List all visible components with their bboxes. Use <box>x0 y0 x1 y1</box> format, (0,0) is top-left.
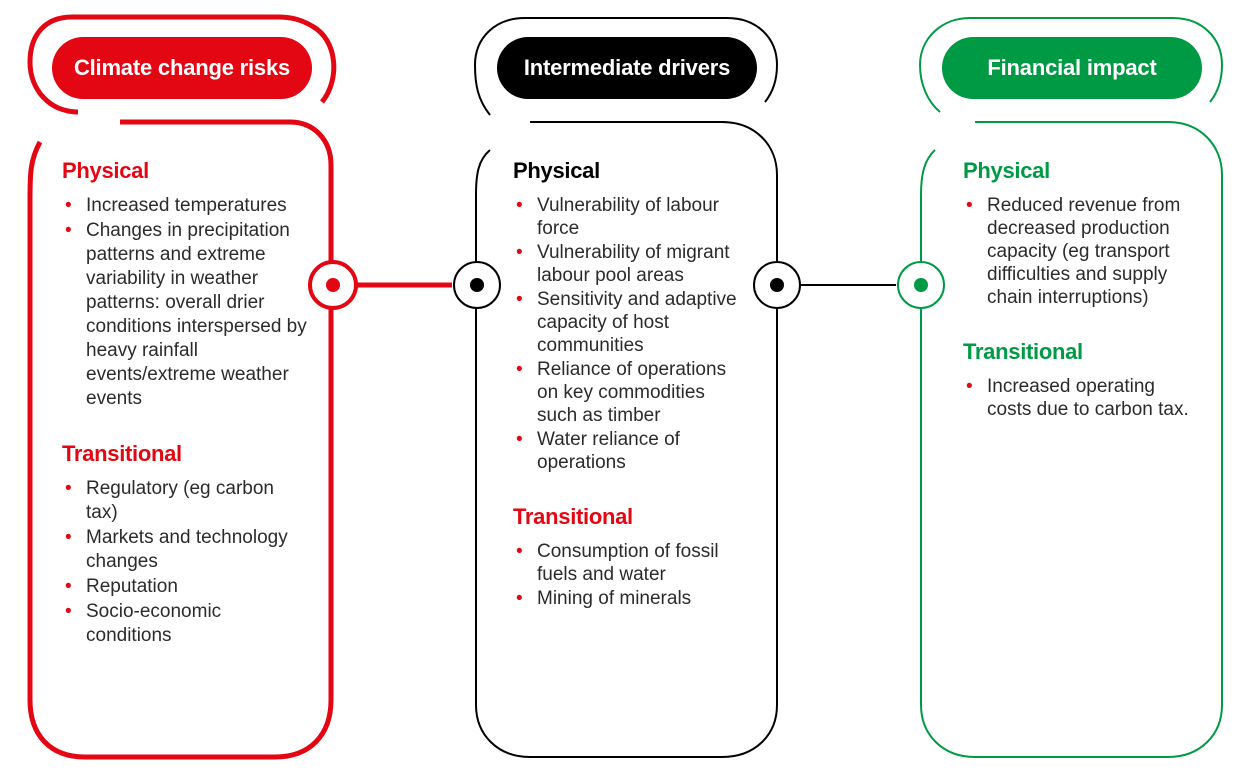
intermediate-drivers-content: Physical •Vulnerability of labour force … <box>513 158 748 611</box>
transitional-drivers-list: •Consumption of fossil fuels and water •… <box>513 540 748 610</box>
physical-risks-list: •Increased temperatures •Changes in prec… <box>62 194 307 411</box>
node-black-left <box>453 261 501 309</box>
financial-impact-content: Physical •Reduced revenue from decreased… <box>963 158 1203 422</box>
list-item: •Increased operating costs due to carbon… <box>966 376 1189 420</box>
list-item: •Water reliance of operations <box>516 429 680 473</box>
list-item: •Reduced revenue from decreased producti… <box>966 195 1181 308</box>
transitional-risks-list: •Regulatory (eg carbon tax) •Markets and… <box>62 477 307 648</box>
list-item: •Changes in precipitation patterns and e… <box>65 220 307 409</box>
financial-impact-outline <box>918 17 1224 758</box>
section-title-physical: Physical <box>62 158 149 183</box>
list-item: •Vulnerability of migrant labour pool ar… <box>516 242 730 286</box>
section-title-transitional: Transitional <box>963 339 1083 364</box>
list-item: •Increased temperatures <box>65 195 287 216</box>
list-item: •Mining of minerals <box>516 588 692 609</box>
list-item: •Socio-economic conditions <box>65 601 222 646</box>
node-black-right <box>753 261 801 309</box>
section-title-physical: Physical <box>513 158 600 183</box>
physical-impact-list: •Reduced revenue from decreased producti… <box>963 194 1203 309</box>
list-item: •Reliance of operations on key commoditi… <box>516 359 727 426</box>
transitional-impact-list: •Increased operating costs due to carbon… <box>963 375 1203 421</box>
list-item: •Sensitivity and adaptive capacity of ho… <box>516 289 737 356</box>
list-item: •Consumption of fossil fuels and water <box>516 541 719 585</box>
header-intermediate-drivers: Intermediate drivers <box>497 37 757 99</box>
climate-risks-content: Physical •Increased temperatures •Change… <box>62 158 307 649</box>
section-title-transitional: Transitional <box>513 504 633 529</box>
list-item: •Regulatory (eg carbon tax) <box>65 478 274 523</box>
section-title-transitional: Transitional <box>62 441 182 466</box>
header-climate-change-risks: Climate change risks <box>52 37 312 99</box>
node-red <box>308 260 358 310</box>
list-item: •Reputation <box>65 576 178 597</box>
list-item: •Vulnerability of labour force <box>516 195 720 239</box>
intermediate-drivers-outline <box>473 17 779 758</box>
physical-drivers-list: •Vulnerability of labour force •Vulnerab… <box>513 194 748 474</box>
node-green <box>897 261 945 309</box>
section-title-physical: Physical <box>963 158 1050 183</box>
header-financial-impact: Financial impact <box>942 37 1202 99</box>
list-item: •Markets and technology changes <box>65 527 288 572</box>
climate-risks-outline <box>27 14 337 760</box>
